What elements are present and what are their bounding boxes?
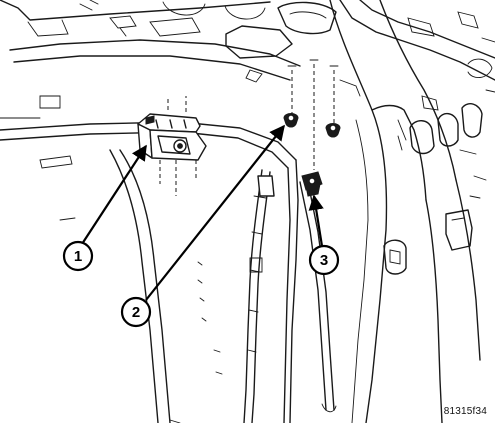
screw-fastener [301,171,323,197]
roof-headliner [0,0,301,221]
callout-2-label: 2 [132,304,140,321]
liftgate-opening [0,121,299,423]
d-pillar-trim [329,0,495,423]
wire-harness [243,169,275,423]
callout-1-label: 1 [74,248,82,265]
callout-3: 3 [308,194,340,276]
callout-3-label: 3 [320,252,328,269]
fastener-guide [299,181,337,413]
figure-id: 81315f34 [443,406,487,417]
roof-rear-structure [277,0,495,81]
upper-fasteners [283,59,341,170]
callout-2: 2 [120,124,285,328]
callout-1: 1 [62,144,147,272]
lamp-module [137,96,207,196]
